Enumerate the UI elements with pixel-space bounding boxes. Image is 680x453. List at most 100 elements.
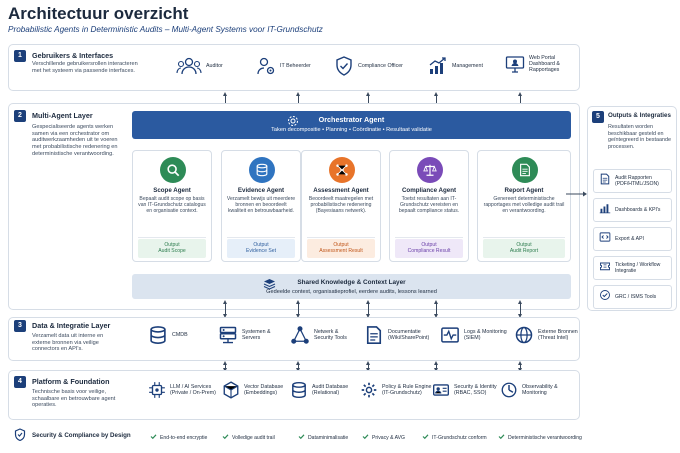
document-icon — [364, 325, 384, 345]
platform-label: Vector Database (Embeddings) — [244, 383, 284, 396]
connector-arrow-up — [518, 92, 522, 96]
user-web-portal: Web Portal Dashboard & Rapportages — [505, 54, 560, 74]
database-icon — [249, 157, 275, 183]
connector-arrow-up — [223, 92, 227, 96]
connector-arrow-up — [223, 361, 227, 365]
data-label: Logs & Monitoring (SIEM) — [464, 328, 507, 341]
connector-arrow-up — [366, 92, 370, 96]
agent-desc: Bepaalt audit scope op basis van IT-Grun… — [138, 196, 206, 215]
chart-growth-icon — [428, 56, 448, 76]
footer-item-label: Deterministische verantwoording — [508, 434, 582, 441]
platform-item: Vector Database (Embeddings) — [222, 381, 283, 399]
connector-arrow-down — [434, 314, 438, 318]
layer-platform-panel — [8, 370, 580, 420]
data-item: Systemen & Servers — [218, 325, 271, 345]
output-item: Ticketing / Workflow Integratie — [593, 256, 672, 280]
agent-desc: Genereert deterministische rapportages m… — [483, 196, 565, 215]
connector-line — [436, 95, 437, 107]
data-item: Externe Bronnen (Threat Intel) — [514, 325, 578, 345]
footer-item: Volledige audit trail — [222, 433, 275, 442]
llm-chip-icon — [148, 381, 166, 399]
outputs-arrow — [566, 184, 588, 197]
shared-knowledge-layer: Shared Knowledge & Context Layer Gedeeld… — [132, 274, 571, 299]
footer-item-label: Privacy & AVG — [372, 434, 406, 441]
platform-label: Observability & Monitoring — [522, 383, 558, 396]
connector-line — [436, 303, 437, 315]
orchestrator-desc: Taken decompositie • Planning • Coördina… — [271, 127, 432, 133]
connector-line — [520, 364, 521, 369]
data-item: Logs & Monitoring (SIEM) — [440, 325, 507, 345]
check-icon — [422, 433, 429, 442]
data-label: Systemen & Servers — [242, 328, 271, 341]
users-icon — [176, 56, 202, 76]
data-label: Externe Bronnen (Threat Intel) — [538, 328, 578, 341]
output-label: Output — [164, 242, 180, 248]
output-item-label: Dashboards & KPI's — [615, 207, 661, 213]
outputs-title: Outputs & Integraties — [608, 112, 671, 119]
output-label: Output — [421, 242, 437, 248]
output-label: Output — [333, 242, 349, 248]
output-item: Audit Rapporten (PDF/HTML/JSON) — [593, 169, 672, 193]
output-value: Compliance Result — [407, 248, 451, 255]
data-label: Netwerk & Security Tools — [314, 328, 347, 341]
footer-item-label: Dataminimalisatie — [308, 434, 349, 441]
orchestrator-agent: Orchestrator Agent Taken decompositie • … — [132, 111, 571, 139]
output-value: Assessment Result — [319, 248, 363, 255]
agent-title: Scope Agent — [153, 187, 191, 194]
footer-item: Privacy & AVG — [362, 433, 405, 442]
agent-divider — [138, 237, 206, 238]
search-icon — [160, 157, 186, 183]
agent-divider — [227, 237, 295, 238]
orchestrator-title: Orchestrator Agent — [318, 115, 385, 124]
connector-line — [436, 364, 437, 369]
output-item-label: Ticketing / Workflow Integratie — [615, 262, 661, 274]
layer-title-2: Multi-Agent Layer — [32, 111, 93, 120]
layer-title-4: Platform & Foundation — [32, 377, 110, 386]
layer-number-5: 5 — [592, 111, 604, 123]
footer-item: End-to-end encryptie — [150, 433, 207, 442]
output-label: Output — [516, 242, 532, 248]
document-icon — [599, 172, 611, 190]
layer-desc-2: Gespecialiseerde agents werken samen via… — [32, 124, 118, 157]
layer-number-1: 1 — [14, 50, 26, 62]
platform-item: Observability & Monitoring — [500, 381, 558, 399]
footer-item: Deterministische verantwoording — [498, 433, 582, 442]
connector-arrow-up — [366, 300, 370, 304]
connector-arrow-up — [296, 361, 300, 365]
footer-item-label: End-to-end encryptie — [160, 434, 208, 441]
output-value: Audit Report — [509, 248, 539, 255]
web-portal-icon — [505, 54, 525, 74]
report-icon — [512, 157, 538, 183]
footer-title: Security & Compliance by Design — [32, 432, 131, 439]
agent-divider — [483, 237, 565, 238]
outputs-desc: Resultaten worden beschikbaar gesteld en… — [608, 124, 671, 151]
footer-item-label: IT-Grundschutz conform — [432, 434, 487, 441]
layer-title-1: Gebruikers & Interfaces — [32, 51, 114, 60]
user-auditor: Auditor — [176, 56, 223, 76]
layer-number-2: 2 — [14, 110, 26, 122]
network-brain-icon — [329, 157, 355, 183]
user-label: Management — [452, 62, 483, 69]
connector-arrow-up — [434, 300, 438, 304]
pulse-icon — [440, 325, 460, 345]
data-item: Documentatie (Wiki/SharePoint) — [364, 325, 429, 345]
agent-title: Report Agent — [504, 187, 544, 194]
layer-number-3: 3 — [14, 320, 26, 332]
database-icon — [148, 325, 168, 345]
layer-users-panel — [8, 44, 580, 91]
output-item: Dashboards & KPI's — [593, 198, 672, 222]
page-subtitle: Probabilistic Agents in Deterministic Au… — [8, 25, 323, 34]
server-icon — [218, 325, 238, 345]
layer-title-3: Data & Integratie Layer — [32, 321, 111, 330]
observability-icon — [500, 381, 518, 399]
connector-arrow-down — [296, 314, 300, 318]
connector-arrow-up — [296, 92, 300, 96]
connector-arrow-up — [223, 300, 227, 304]
layer-desc-3: Verzamelt data uit interne en externe br… — [32, 333, 104, 353]
output-label: Output — [253, 242, 269, 248]
output-value: Audit Scope — [158, 248, 186, 255]
